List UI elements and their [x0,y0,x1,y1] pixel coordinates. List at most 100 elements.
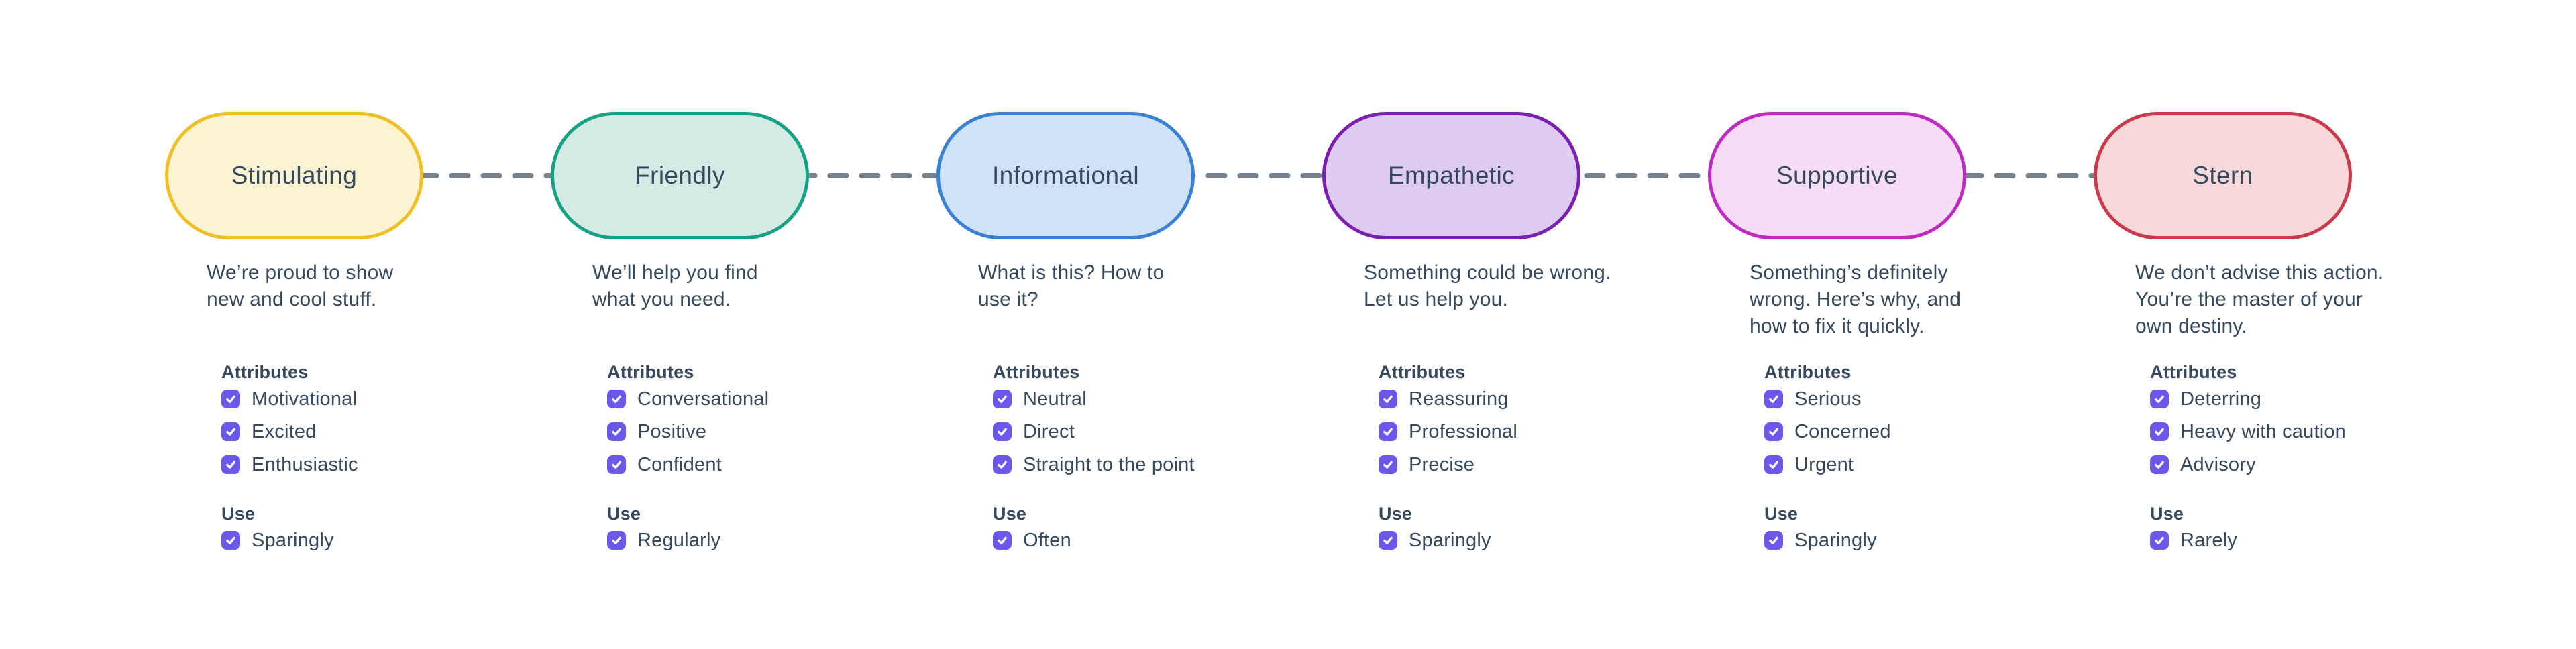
checkbox-row: Urgent [1764,454,1966,475]
tone-pill: Supportive [1708,112,1966,239]
checkmark-icon [998,428,1007,436]
checkbox-checked[interactable] [221,531,240,550]
use-list: Sparingly [1708,529,1966,551]
checkmark-icon [1769,536,1778,544]
checkbox-row: Regularly [607,530,809,551]
checkbox-checked[interactable] [1764,422,1783,441]
checkbox-checked[interactable] [1764,455,1783,474]
checkbox-label: Conversational [637,388,769,410]
checkbox-label: Deterring [2180,388,2262,410]
checkbox-checked[interactable] [607,422,626,441]
checkbox-row: Reassuring [1379,388,1580,410]
checkbox-label: Serious [1794,388,1862,410]
checkbox-checked[interactable] [221,455,240,474]
checkbox-checked[interactable] [1379,455,1397,474]
checkbox-label: Sparingly [1794,529,1877,551]
checkbox-checked[interactable] [2150,531,2169,550]
checkbox-row: Deterring [2150,388,2352,410]
checkbox-label: Professional [1409,420,1517,442]
checkbox-label: Sparingly [1409,529,1491,551]
use-list: Regularly [551,530,809,551]
attributes-list: Motivational Excited Enthusiastic [165,388,423,475]
tone-pill-label: Empathetic [1387,162,1515,189]
checkbox-checked[interactable] [221,390,240,408]
checkbox-row: Sparingly [221,529,423,551]
tone-pill-label: Friendly [635,162,725,189]
checkbox-checked[interactable] [607,455,626,474]
checkbox-checked[interactable] [221,422,240,441]
checkmark-icon [226,395,235,403]
checkbox-checked[interactable] [607,531,626,550]
checkbox-label: Direct [1023,420,1075,442]
checkbox-checked[interactable] [2150,390,2169,408]
checkbox-row: Neutral [993,388,1195,410]
checkmark-icon [2155,395,2164,403]
attributes-heading: Attributes [2150,361,2237,382]
checkbox-label: Precise [1409,453,1475,475]
checkbox-row: Excited [221,421,423,442]
use-list: Sparingly [1322,529,1580,551]
checkbox-checked[interactable] [2150,422,2169,441]
tone-pill-label: Stimulating [231,162,358,189]
checkbox-label: Enthusiastic [252,453,358,475]
checkbox-row: Sparingly [1379,529,1580,551]
checkbox-checked[interactable] [1764,531,1783,550]
checkbox-label: Often [1023,529,1071,551]
checkbox-label: Sparingly [252,529,334,551]
attributes-list: Conversational Positive Confident [551,388,809,475]
checkbox-label: Motivational [252,388,358,410]
checkmark-icon [998,395,1007,403]
tone-description: We don’t advise this action. You’re the … [2135,261,2384,337]
checkbox-checked[interactable] [993,390,1012,408]
checkbox-checked[interactable] [993,422,1012,441]
checkbox-checked[interactable] [607,390,626,408]
checkmark-icon [1383,428,1393,436]
checkbox-row: Serious [1764,388,1966,410]
use-heading: Use [221,503,256,524]
checkbox-checked[interactable] [1379,422,1397,441]
checkmark-icon [1769,461,1778,469]
checkbox-checked[interactable] [1764,390,1783,408]
checkbox-row: Motivational [221,388,423,410]
use-list: Often [936,529,1195,551]
checkmark-icon [1383,536,1393,544]
checkmark-icon [612,536,621,544]
checkbox-checked[interactable] [1379,390,1397,408]
tone-description: Something’s definitely wrong. Here’s why… [1750,261,1962,337]
use-list: Rarely [2094,529,2352,551]
use-heading: Use [993,503,1027,524]
checkbox-checked[interactable] [2150,455,2169,474]
checkbox-row: Confident [607,454,809,475]
checkbox-label: Positive [637,420,707,442]
checkmark-icon [612,395,621,403]
attributes-list: Serious Concerned Urgent [1708,388,1966,475]
checkbox-checked[interactable] [993,455,1012,474]
tone-pill-label: Informational [991,162,1140,189]
attributes-list: Reassuring Professional Precise [1322,388,1580,475]
checkmark-icon [1383,395,1393,403]
attributes-heading: Attributes [607,361,694,382]
checkbox-row: Professional [1379,420,1580,442]
checkmark-icon [1769,428,1778,436]
checkbox-label: Rarely [2180,529,2237,551]
checkmark-icon [1769,395,1778,403]
checkmark-icon [612,461,621,469]
checkbox-label: Straight to the point [1023,453,1195,475]
checkbox-row: Heavy with caution [2150,420,2352,442]
checkbox-label: Heavy with caution [2180,420,2346,442]
checkbox-row: Sparingly [1764,529,1966,551]
tone-column-empathetic: Empathetic Something could be wrong. Let… [1322,0,1611,551]
tone-column-supportive: Supportive Something’s definitely wrong.… [1708,0,1966,551]
tone-pill: Informational [936,112,1195,239]
attributes-list: Neutral Direct Straight to the point [936,388,1195,475]
tone-pill: Empathetic [1322,112,1580,239]
checkbox-row: Concerned [1764,421,1966,442]
checkbox-checked[interactable] [1379,531,1397,550]
checkmark-icon [2155,428,2164,436]
checkbox-checked[interactable] [993,531,1012,550]
attributes-heading: Attributes [221,361,309,382]
attributes-list: Deterring Heavy with caution Advisory [2094,388,2352,475]
checkbox-label: Neutral [1023,388,1087,410]
tone-pill: Stimulating [165,112,423,239]
